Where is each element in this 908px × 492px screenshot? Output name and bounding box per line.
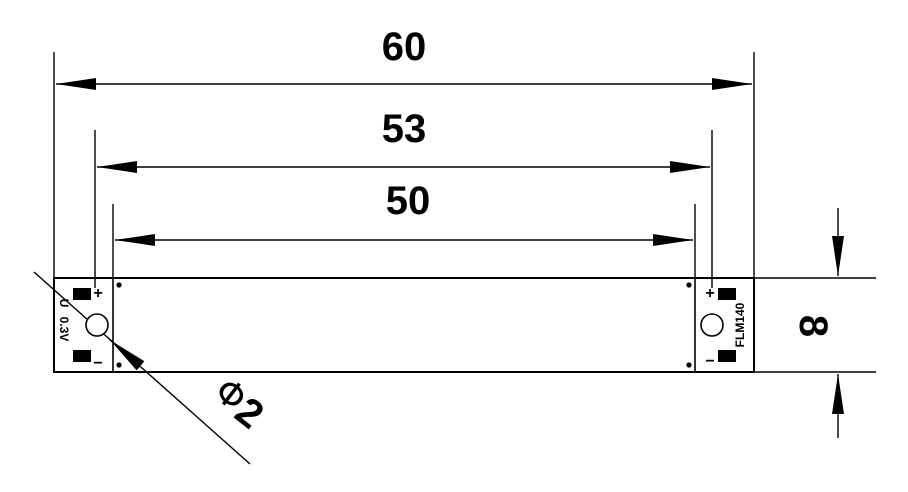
- left-minus-sign: −: [93, 355, 102, 372]
- mount-dot: [116, 362, 122, 368]
- dimension-label-50: 50: [386, 179, 431, 223]
- leader-arrow-line: [109, 339, 145, 371]
- dimension-53: [94, 130, 713, 288]
- left-solder-pad-plus: [73, 288, 91, 300]
- right-solder-pad-plus: [718, 288, 736, 300]
- left-mounting-hole: [85, 313, 109, 337]
- hole-diameter-leader: [33, 271, 251, 465]
- board-outline: [53, 277, 755, 373]
- left-solder-pad-minus: [73, 350, 91, 362]
- left-plus-sign: +: [93, 285, 102, 302]
- left-board-marking: U 0.3V: [57, 299, 71, 342]
- mount-dot: [686, 282, 692, 288]
- dimension-50: [112, 204, 696, 278]
- mount-dot: [686, 362, 692, 368]
- left-marking-prefix: U: [57, 299, 71, 308]
- right-mounting-hole: [700, 313, 724, 337]
- dimension-label-60: 60: [382, 25, 427, 69]
- dimension-label-8: 8: [791, 315, 835, 337]
- right-minus-sign: −: [705, 353, 714, 370]
- left-marking-text: 0.3V: [57, 317, 71, 342]
- right-solder-pad-minus: [718, 350, 736, 362]
- dimension-60: [53, 52, 755, 278]
- hole-diameter-label: Φ 2: [207, 370, 272, 437]
- led-board: + − U 0.3V + − FLM140: [53, 277, 755, 373]
- mount-dot: [116, 282, 122, 288]
- right-board-marking: FLM140: [733, 302, 747, 347]
- dimension-label-53: 53: [382, 107, 427, 151]
- right-plus-sign: +: [705, 285, 714, 302]
- dimension-8: [754, 208, 876, 438]
